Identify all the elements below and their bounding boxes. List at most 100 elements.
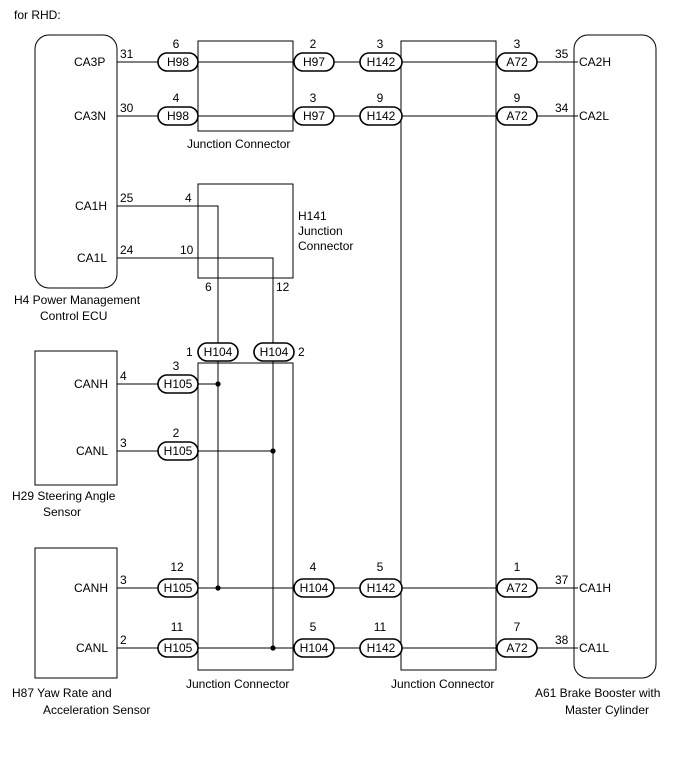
connector-name: H142 [367, 581, 396, 595]
connector-pin: 12 [170, 560, 184, 574]
connector-h142-row2: H142 9 [359, 91, 403, 126]
h4-label-line1: H4 Power Management [14, 293, 141, 307]
connector-name: H104 [204, 345, 233, 359]
connector-name: H142 [367, 641, 396, 655]
splice-dot [270, 448, 276, 454]
connector-name: A72 [506, 581, 528, 595]
connector-a72-row2: A72 9 [496, 91, 538, 126]
h87-signal-canl: CANL [76, 641, 108, 655]
h141-junction-box [197, 183, 294, 279]
h29-label-line1: H29 Steering Angle [12, 489, 116, 503]
junction-connector-bottom-left-box [197, 362, 294, 671]
h141-label-line2: Junction [298, 224, 343, 238]
h87-pin-2: 2 [120, 633, 127, 647]
a61-signal-ca1l: CA1L [579, 641, 609, 655]
h87-signal-canh: CANH [74, 581, 108, 595]
connector-h104-left: H104 1 [186, 342, 239, 362]
wire-ca1l [117, 257, 274, 648]
connector-h97-row2: H97 3 [293, 91, 335, 126]
connector-name: H105 [164, 444, 193, 458]
h4-pin-31: 31 [120, 47, 134, 61]
h141-pin-4: 4 [185, 191, 192, 205]
h4-signal-ca3p: CA3P [74, 55, 105, 69]
a61-signal-ca1h: CA1H [579, 581, 611, 595]
h29-signal-canl: CANL [76, 444, 108, 458]
connector-name: H104 [260, 345, 289, 359]
h141-label-line1: H141 [298, 209, 327, 223]
h87-label-line2: Acceleration Sensor [43, 703, 150, 717]
connector-a72-row1: A72 3 [496, 37, 538, 72]
connector-h142-row1: H142 3 [359, 37, 403, 72]
h29-sensor-box [34, 350, 118, 486]
a61-label-line2: Master Cylinder [565, 703, 649, 717]
h29-pin-3: 3 [120, 436, 127, 450]
h87-label-line1: H87 Yaw Rate and [12, 686, 112, 700]
connector-h104-right: H104 2 [253, 342, 305, 362]
connector-h97-row1: H97 2 [293, 37, 335, 72]
connector-name: H104 [300, 581, 329, 595]
connector-name: H105 [164, 581, 193, 595]
diagram-header: for RHD: [14, 8, 61, 22]
a61-label-line1: A61 Brake Booster with [535, 686, 660, 700]
h141-pin-6: 6 [205, 280, 212, 294]
connector-h98-row2: H98 4 [157, 91, 199, 126]
connector-name: A72 [506, 55, 528, 69]
a61-pin-35: 35 [555, 47, 569, 61]
h87-sensor-box [34, 547, 118, 679]
connector-h105-row6: H105 11 [157, 620, 199, 658]
splice-dot [215, 585, 221, 591]
a61-signal-ca2h: CA2H [579, 55, 611, 69]
connector-pin: 1 [186, 345, 193, 359]
connector-h98-row1: H98 6 [157, 37, 199, 72]
connector-pin: 4 [173, 91, 180, 105]
connector-a72-row6: A72 7 [496, 620, 538, 658]
junction-connector-right-box [400, 40, 497, 671]
junction-connector-top-label: Junction Connector [187, 137, 290, 151]
connector-pin: 6 [173, 37, 180, 51]
connector-pin: 2 [298, 345, 305, 359]
connector-name: H105 [164, 641, 193, 655]
connector-h105-h29-canl: H105 2 [157, 426, 199, 461]
connector-pin: 2 [173, 426, 180, 440]
junction-connector-bottom-right-label: Junction Connector [391, 677, 494, 691]
connector-name: H97 [303, 55, 325, 69]
connector-name: H98 [167, 109, 189, 123]
connector-pin: 9 [514, 91, 521, 105]
connector-pin: 1 [514, 560, 521, 574]
splice-dot [215, 381, 221, 387]
a61-signal-ca2l: CA2L [579, 109, 609, 123]
h87-pin-3: 3 [120, 573, 127, 587]
wire-ca1h [117, 205, 219, 588]
connector-name: H98 [167, 55, 189, 69]
connector-pin: 7 [514, 620, 521, 634]
connector-pin: 2 [310, 37, 317, 51]
h4-pin-25: 25 [120, 191, 134, 205]
h4-pin-30: 30 [120, 101, 134, 115]
connector-h142-row6: H142 11 [359, 620, 403, 658]
a61-brake-booster-box [573, 34, 657, 679]
connector-h105-row5: H105 12 [157, 560, 199, 598]
connector-h142-row5: H142 5 [359, 560, 403, 598]
connector-pin: 5 [377, 560, 384, 574]
connector-pin: 3 [173, 359, 180, 373]
h4-signal-ca1h: CA1H [75, 199, 107, 213]
h29-signal-canh: CANH [74, 377, 108, 391]
h4-label-line2: Control ECU [40, 309, 107, 323]
connector-name: H105 [164, 377, 193, 391]
connector-name: H104 [300, 641, 329, 655]
h141-pin-10: 10 [180, 243, 194, 257]
connector-pin: 3 [377, 37, 384, 51]
h29-label-line2: Sensor [43, 505, 81, 519]
connector-name: H142 [367, 55, 396, 69]
connector-name: H142 [367, 109, 396, 123]
h4-signal-ca1l: CA1L [77, 251, 107, 265]
connector-pin: 11 [171, 620, 184, 634]
connector-name: H97 [303, 109, 325, 123]
connector-pin: 11 [374, 620, 387, 634]
a61-pin-37: 37 [555, 573, 569, 587]
h141-label-line3: Connector [298, 239, 353, 253]
connector-name: A72 [506, 109, 528, 123]
h141-pin-12: 12 [276, 280, 290, 294]
connector-h104-row5: H104 4 [293, 560, 335, 598]
h29-pin-4: 4 [120, 369, 127, 383]
